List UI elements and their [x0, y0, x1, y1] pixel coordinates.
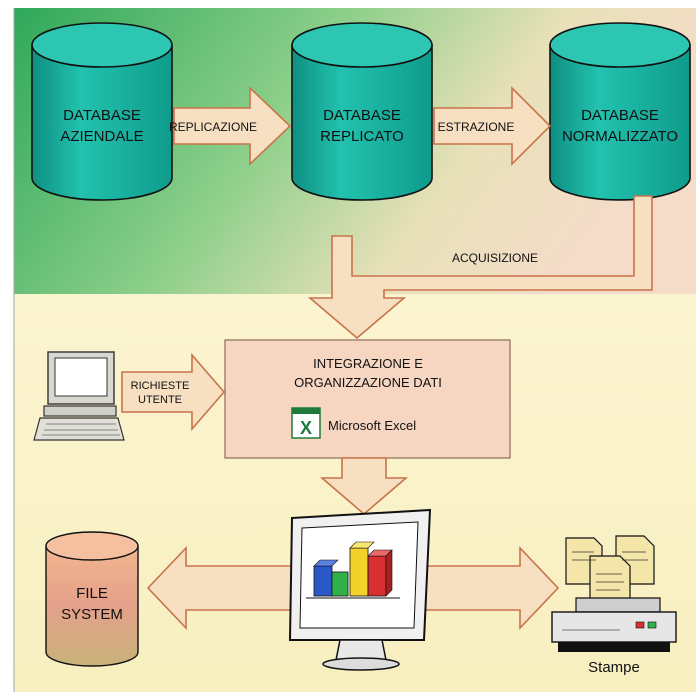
database-replicato-line2: REPLICATO [320, 128, 404, 145]
integration-box: INTEGRAZIONE E ORGANIZZAZIONE DATI X Mic… [224, 339, 511, 459]
database-normalizzato: DATABASE NORMALIZZATO [549, 22, 691, 201]
database-replicato: DATABASE REPLICATO [291, 22, 433, 201]
file-system-cylinder: FILE SYSTEM [45, 531, 139, 667]
richieste-line2: UTENTE [138, 394, 182, 406]
integration-line2: ORGANIZZAZIONE DATI [294, 375, 442, 390]
acquisizione-arrow: ACQUISIZIONE [307, 195, 653, 340]
down-arrow-to-monitor [319, 457, 409, 516]
database-aziendale-line1: DATABASE [63, 107, 141, 124]
printer-icon: Stampe [551, 535, 677, 676]
acquisizione-label: ACQUISIZIONE [452, 251, 538, 265]
excel-label: Microsoft Excel [328, 418, 416, 433]
database-aziendale: DATABASE AZIENDALE [31, 22, 173, 201]
computer-icon [33, 351, 125, 441]
documents-icon [565, 535, 655, 605]
estrazione-arrow: ESTRAZIONE [433, 86, 552, 166]
database-replicato-line1: DATABASE [323, 107, 401, 124]
file-system-line2: SYSTEM [61, 606, 123, 623]
database-normalizzato-line2: NORMALIZZATO [562, 128, 678, 145]
replicazione-arrow: REPLICAZIONE [169, 86, 292, 166]
estrazione-label: ESTRAZIONE [438, 120, 515, 134]
printer-label: Stampe [588, 659, 640, 676]
printer-double-arrow [419, 545, 560, 631]
database-normalizzato-line1: DATABASE [581, 107, 659, 124]
integration-line1: INTEGRAZIONE E [313, 356, 423, 371]
replicazione-label: REPLICAZIONE [169, 120, 257, 134]
svg-text:X: X [300, 418, 312, 438]
file-system-line1: FILE [76, 585, 108, 602]
richieste-line1: RICHIESTE [131, 380, 190, 392]
database-aziendale-line2: AZIENDALE [60, 128, 143, 145]
richieste-arrow: RICHIESTE UTENTE [121, 352, 226, 432]
monitor-chart-icon [288, 508, 432, 671]
excel-icon: X [291, 407, 321, 439]
